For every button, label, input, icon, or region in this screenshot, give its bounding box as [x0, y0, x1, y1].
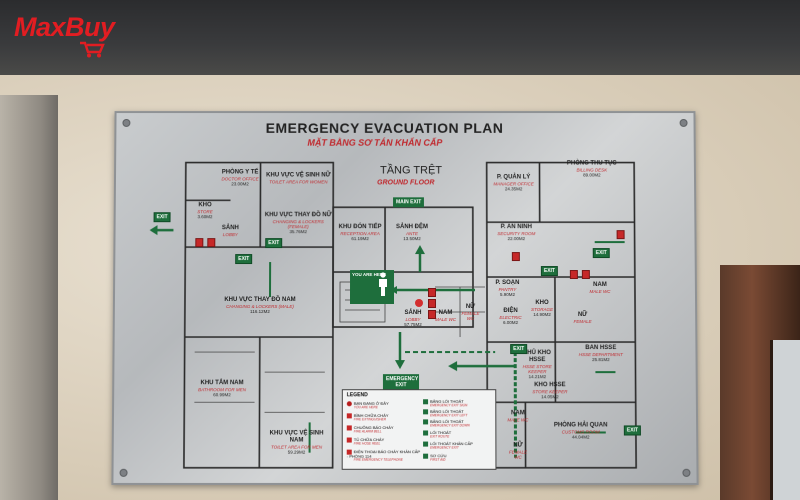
emergency-exit-sign: EMERGENCY EXIT [382, 374, 420, 391]
fire-alarm-icon [427, 288, 436, 297]
fire-extinguisher-icon [207, 238, 216, 248]
exit-sign: EXIT [510, 344, 528, 355]
fire-extinguisher-icon [428, 298, 437, 308]
exit-sign: EXIT [540, 266, 559, 277]
exit-sign: EXIT [235, 254, 253, 265]
door-glass [770, 340, 800, 500]
fire-hose-icon [428, 310, 437, 320]
exit-sign: EXIT [592, 248, 610, 259]
fire-extinguisher-icon [616, 230, 625, 240]
fire-alarm-icon [581, 270, 590, 280]
exit-sign: EXIT [265, 238, 283, 249]
maxbuy-logo: MaxBuy [14, 12, 115, 42]
fire-extinguisher-icon [195, 238, 204, 248]
you-are-here-dot [415, 298, 424, 307]
main-exit-sign: MAIN EXIT [393, 197, 425, 208]
evacuation-plan-plate: EMERGENCY EVACUATION PLAN MẶT BẰNG SƠ TÁ… [111, 111, 699, 485]
exit-sign-right: EXIT [623, 425, 642, 436]
fire-extinguisher-icon [569, 270, 578, 280]
dark-wall-band [0, 0, 800, 75]
legend-item: ĐIỆN THOẠI BÁO CHÁY KHẨN CẤP - PHÒNG 114… [346, 449, 421, 463]
exit-sign-left: EXIT [153, 212, 171, 223]
elevator-frame-left [0, 95, 58, 500]
legend-title: LEGEND [346, 392, 368, 399]
fire-extinguisher-icon [511, 252, 520, 262]
cart-icon [80, 41, 105, 58]
person-icon [379, 272, 388, 297]
